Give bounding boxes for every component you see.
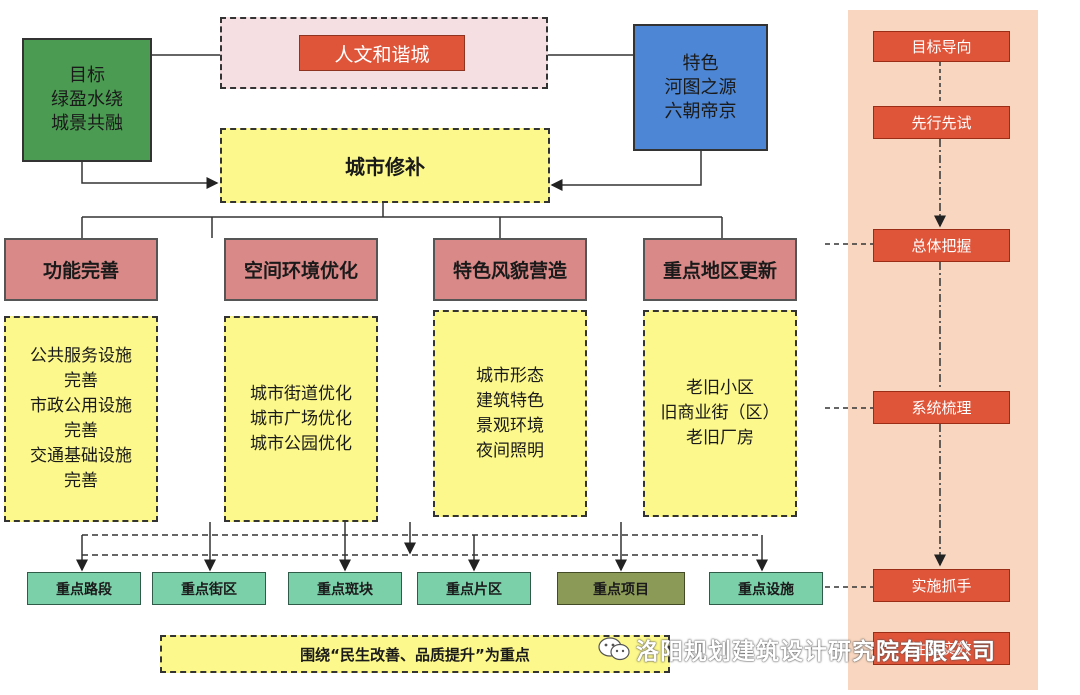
feature-line-2: 河图之源 <box>664 76 737 98</box>
title-box: 人文和谐城 <box>299 35 465 71</box>
watermark-text: 洛阳规划建筑设计研究院有限公司 <box>636 639 996 665</box>
detail-text: 景观环境 <box>476 415 544 436</box>
detail-renewal: 老旧小区 旧商业街（区） 老旧厂房 <box>643 310 797 517</box>
wechat-icon <box>598 636 630 662</box>
sidebar-item-pilot: 先行先试 <box>873 106 1010 139</box>
detail-text: 老旧小区 <box>686 378 754 398</box>
detail-space: 城市街道优化 城市广场优化 城市公园优化 <box>224 316 378 522</box>
focus-patch: 重点斑块 <box>288 572 402 605</box>
category-function: 功能完善 <box>4 238 158 301</box>
focus-road: 重点路段 <box>27 572 141 605</box>
category-space: 空间环境优化 <box>224 238 378 301</box>
detail-text: 旧商业街（区） <box>660 403 780 423</box>
sidebar-item-overall: 总体把握 <box>873 229 1010 262</box>
detail-text: 公共服务设施 <box>30 346 132 366</box>
sidebar-item-review: 系统梳理 <box>873 391 1010 424</box>
sidebar-item-goal: 目标导向 <box>873 31 1010 62</box>
detail-style: 城市形态 建筑特色 景观环境 夜间照明 <box>433 310 587 517</box>
goal-line-1: 目标 <box>69 65 105 86</box>
goal-box: 目标 绿盈水绕 城景共融 <box>22 38 152 162</box>
detail-text: 建筑特色 <box>476 390 544 411</box>
feature-box: 特色 河图之源 六朝帝京 <box>633 24 768 151</box>
sidebar-item-effect: 注重实效 <box>873 632 1010 665</box>
detail-text: 完善 <box>64 471 98 491</box>
category-style: 特色风貌营造 <box>433 238 587 301</box>
detail-text: 老旧厂房 <box>686 428 754 448</box>
detail-text: 市政公用设施 <box>30 396 132 416</box>
detail-text: 完善 <box>64 371 98 391</box>
bottom-banner: 围绕“民生改善、品质提升”为重点 <box>160 635 670 673</box>
detail-text: 城市街道优化 <box>250 383 352 404</box>
detail-text: 城市公园优化 <box>250 433 352 454</box>
goal-line-2: 绿盈水绕 <box>51 89 123 110</box>
detail-text: 城市形态 <box>476 365 544 386</box>
focus-project: 重点项目 <box>557 572 685 605</box>
category-renewal: 重点地区更新 <box>643 238 797 301</box>
feature-line-1: 特色 <box>682 52 719 74</box>
feature-line-3: 六朝帝京 <box>664 100 737 122</box>
detail-function: 公共服务设施 完善 市政公用设施 完善 交通基础设施 完善 <box>4 316 158 522</box>
focus-facility: 重点设施 <box>709 572 823 605</box>
detail-text: 完善 <box>64 421 98 441</box>
detail-text: 交通基础设施 <box>30 446 132 466</box>
focus-street: 重点街区 <box>152 572 266 605</box>
detail-text: 夜间照明 <box>476 440 544 461</box>
detail-text: 城市广场优化 <box>250 408 352 429</box>
watermark: 洛阳规划建筑设计研究院有限公司 <box>598 631 996 667</box>
goal-line-3: 城景共融 <box>51 113 123 134</box>
main-box: 城市修补 <box>220 128 550 203</box>
focus-district: 重点片区 <box>417 572 531 605</box>
sidebar-item-implement: 实施抓手 <box>873 569 1010 602</box>
